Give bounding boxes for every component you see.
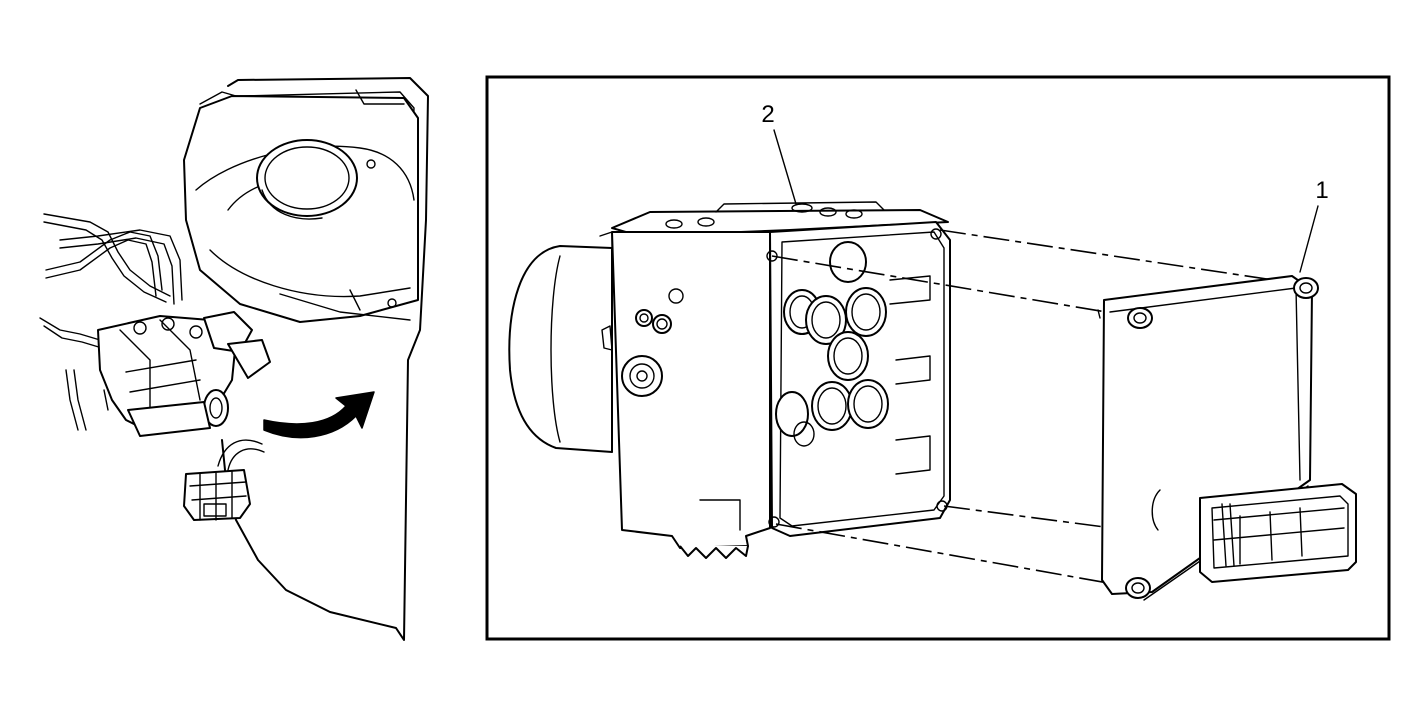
wiring-harness [217, 439, 263, 467]
harness-connector [183, 469, 251, 521]
removal-arrow-icon [263, 391, 375, 439]
pump-motor [508, 231, 613, 453]
detail-frame [485, 75, 1391, 641]
strut-cap [256, 139, 358, 217]
modulator-assembly [97, 311, 271, 437]
callout-2-label: 2 [761, 101, 774, 128]
detail-view: 2 1 [485, 75, 1391, 641]
callout-1: 1 [1299, 177, 1329, 273]
brake-pressure-modulator-valve [601, 201, 951, 559]
vehicle-view [39, 77, 429, 641]
callout-1-label: 1 [1315, 177, 1328, 204]
fender-panel [221, 77, 429, 641]
alignment-lines [771, 229, 1301, 589]
callout-2: 2 [761, 101, 797, 205]
electronic-brake-control-module [1097, 275, 1357, 601]
brake-lines [39, 213, 183, 431]
